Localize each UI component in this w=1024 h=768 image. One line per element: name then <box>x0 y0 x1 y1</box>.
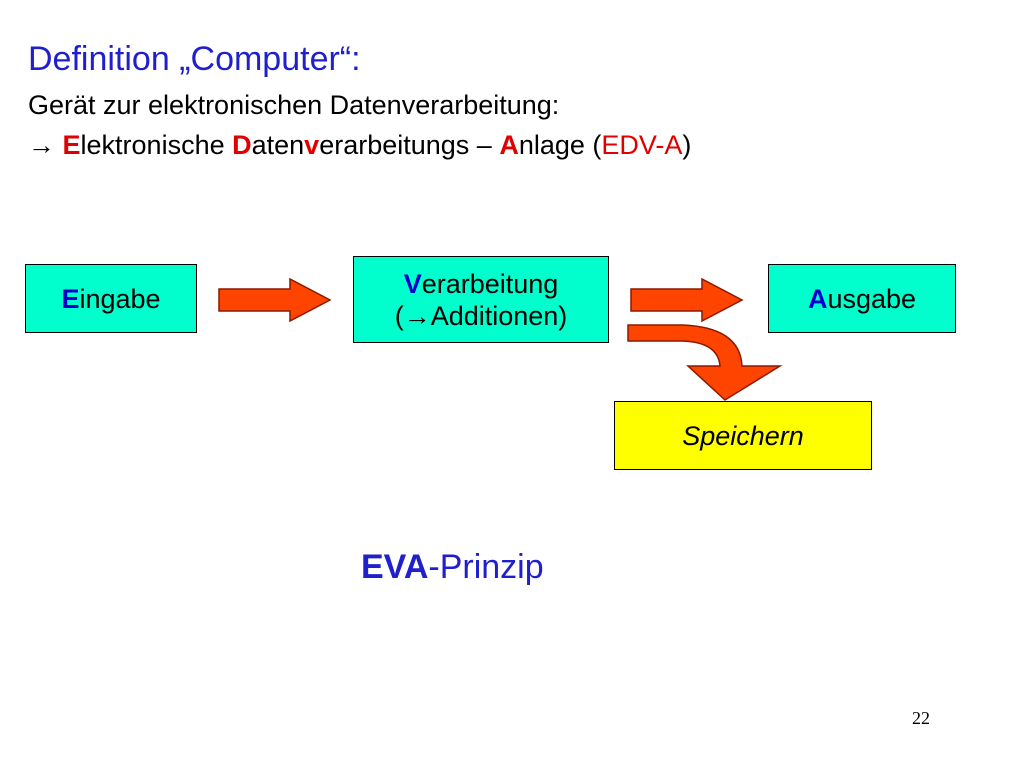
eva-bold: EVA <box>361 548 429 586</box>
text-daten: aten <box>251 130 305 160</box>
verarbeitung-label: erarbeitung <box>421 268 559 299</box>
implies-arrow-icon: → <box>403 300 431 331</box>
letter-e: E <box>62 130 81 160</box>
letter-v: v <box>304 130 320 160</box>
abbreviation-edv-a: EDV-A <box>601 130 683 160</box>
right-arrow-icon <box>630 277 744 323</box>
eingabe-label: ingabe <box>79 283 161 314</box>
eva-rest: -Prinzip <box>428 548 544 586</box>
letter-a: A <box>499 130 519 160</box>
text-nlage: nlage ( <box>518 130 602 160</box>
eingabe-letter: E <box>61 283 80 314</box>
right-arrow-icon <box>218 277 332 323</box>
edv-expansion-line: → Elektronische Datenverarbeitungs – Anl… <box>28 130 691 161</box>
text-verarbeitungs: erarbeitungs – <box>319 130 500 160</box>
verarbeitung-sub-label: Additionen) <box>430 300 568 331</box>
ausgabe-label: usgabe <box>827 283 917 314</box>
slide-title: Definition „Computer“: <box>28 40 361 78</box>
verarbeitung-letter: V <box>403 268 422 299</box>
verarbeitung-box: Verarbeitung (→Additionen) <box>353 256 609 343</box>
ausgabe-box: Ausgabe <box>768 264 956 333</box>
definition-line: Gerät zur elektronischen Datenverarbeitu… <box>28 90 560 120</box>
text-lektronische: lektronische <box>80 130 233 160</box>
speichern-label: Speichern <box>682 420 804 451</box>
letter-d: D <box>232 130 252 160</box>
curved-down-arrow-icon <box>627 324 783 401</box>
implies-arrow-icon: → <box>28 130 55 160</box>
eva-principle-label: EVA-Prinzip <box>361 548 544 587</box>
speichern-box: Speichern <box>614 401 872 470</box>
closing-paren: ) <box>682 130 692 160</box>
eingabe-box: Eingabe <box>25 264 197 333</box>
verarbeitung-sub-open: ( <box>394 300 404 331</box>
ausgabe-letter: A <box>807 283 828 314</box>
page-number: 22 <box>912 708 930 728</box>
